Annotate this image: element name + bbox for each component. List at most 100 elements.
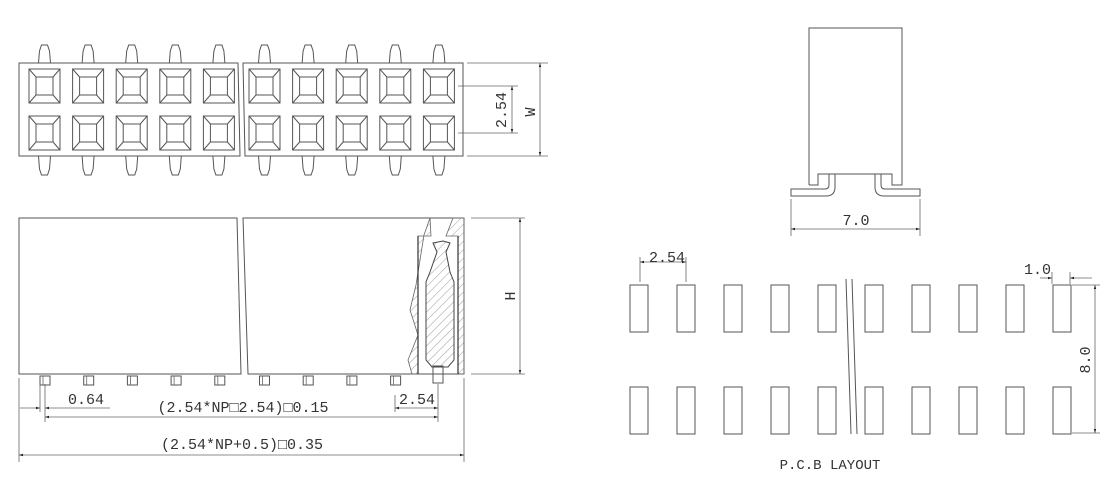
- pin-top: [38, 44, 51, 64]
- socket-cell: [248, 68, 281, 104]
- socket-cell: [159, 68, 192, 104]
- pin-bottom: [258, 155, 271, 176]
- socket-outer: [248, 68, 281, 104]
- socket-outer: [159, 115, 192, 151]
- pcb-layout: 2.54 1.0 8.0 P.C.B LAYOUT: [629, 250, 1100, 474]
- break-line: [845, 278, 852, 435]
- pcb-pad: [723, 284, 743, 333]
- pin-top: [258, 44, 271, 64]
- front-view: H 0.64 (2.54*NP□2.54)□0.15 2.54 (2.54*NP…: [18, 217, 525, 462]
- socket-outer: [335, 68, 368, 104]
- pcb-pad: [770, 284, 790, 333]
- socket-inner: [299, 76, 318, 96]
- socket-chamfer: [248, 115, 281, 151]
- socket-chamfer: [423, 115, 455, 151]
- socket-outer: [28, 68, 61, 104]
- pad-width-dim-label: 1.0: [1024, 262, 1051, 279]
- socket-inner: [299, 123, 318, 143]
- pin-tail: [302, 375, 314, 386]
- pin-bottom: [388, 155, 402, 176]
- end-pitch-dim-label: 2.54: [399, 392, 435, 409]
- socket-outer: [115, 68, 148, 104]
- pcb-pad: [864, 284, 884, 333]
- pin-bottom: [125, 155, 139, 176]
- socket-cell: [202, 115, 235, 151]
- pin-bottom: [432, 155, 446, 176]
- socket-inner: [35, 76, 54, 96]
- socket-outer: [422, 68, 455, 104]
- pin-bottom: [81, 155, 95, 176]
- socket-outer: [72, 115, 105, 151]
- socket-cell: [292, 68, 325, 104]
- socket-inner: [342, 76, 361, 96]
- socket-chamfer: [28, 115, 61, 151]
- pcb-pad: [958, 284, 978, 333]
- pcb-pad: [676, 284, 696, 333]
- pcb-layout-title: P.C.B LAYOUT: [780, 458, 881, 474]
- socket-cell: [422, 115, 455, 151]
- pin-top: [212, 44, 226, 64]
- pin-tail: [83, 375, 95, 386]
- pin-top: [125, 44, 139, 64]
- socket-chamfer: [159, 115, 192, 151]
- pin-span-dim-label: (2.54*NP□2.54)□0.15: [157, 400, 328, 417]
- pin-top: [168, 44, 182, 64]
- pin-bottom: [301, 155, 315, 176]
- row-span-dim-label: 8.0: [1078, 346, 1095, 373]
- socket-inner: [166, 123, 185, 143]
- pin-bottom: [345, 155, 359, 176]
- cavity-wall: [417, 236, 459, 374]
- total-length-dim-label: (2.54*NP+0.5)□0.35: [161, 437, 323, 454]
- top-view: 2.54 W: [18, 44, 548, 176]
- width-dim-label: W: [523, 107, 540, 116]
- socket-inner: [209, 123, 228, 143]
- pcb-pad: [958, 386, 978, 435]
- socket-chamfer: [379, 68, 412, 104]
- socket-cell: [202, 68, 235, 104]
- socket-outer: [115, 115, 148, 151]
- side-leg-left: [790, 173, 836, 197]
- pcb-pad: [1052, 284, 1072, 333]
- break-line: [851, 278, 858, 435]
- pin-tail: [39, 375, 51, 386]
- pin-top: [81, 44, 95, 64]
- pin-bottom: [212, 155, 226, 176]
- socket-chamfer: [115, 115, 148, 151]
- pcb-pad: [817, 284, 837, 333]
- pin-top: [345, 44, 359, 64]
- socket-cell: [159, 115, 192, 151]
- socket-inner: [255, 123, 274, 143]
- socket-inner: [429, 123, 448, 143]
- side-leg-right: [874, 173, 921, 197]
- socket-outer: [159, 68, 192, 104]
- socket-cell: [422, 68, 455, 104]
- pin-tail: [390, 375, 402, 386]
- cutaway-hatch-left: [407, 217, 432, 375]
- pcb-pad: [864, 386, 884, 435]
- socket-cell: [335, 68, 368, 104]
- pin-tail: [214, 375, 226, 386]
- side-view: 7.0: [790, 27, 921, 236]
- socket-outer: [202, 115, 235, 151]
- pcb-pad: [723, 386, 743, 435]
- pcb-pad: [817, 386, 837, 435]
- pcb-pad: [1005, 386, 1025, 435]
- socket-inner: [342, 123, 361, 143]
- pcb-pad: [911, 284, 931, 333]
- socket-inner: [35, 123, 54, 143]
- socket-inner: [122, 123, 141, 143]
- front-body-left: [18, 217, 242, 375]
- socket-chamfer: [115, 68, 148, 104]
- socket-chamfer: [423, 68, 455, 104]
- pin-tail: [126, 375, 138, 386]
- socket-inner: [166, 76, 185, 96]
- socket-cell: [72, 115, 105, 151]
- socket-inner: [79, 76, 98, 96]
- pin-top: [301, 44, 315, 64]
- socket-outer: [422, 115, 455, 151]
- socket-cell: [115, 115, 148, 151]
- socket-inner: [255, 76, 274, 96]
- top-body-left: [18, 62, 241, 157]
- socket-chamfer: [203, 115, 235, 151]
